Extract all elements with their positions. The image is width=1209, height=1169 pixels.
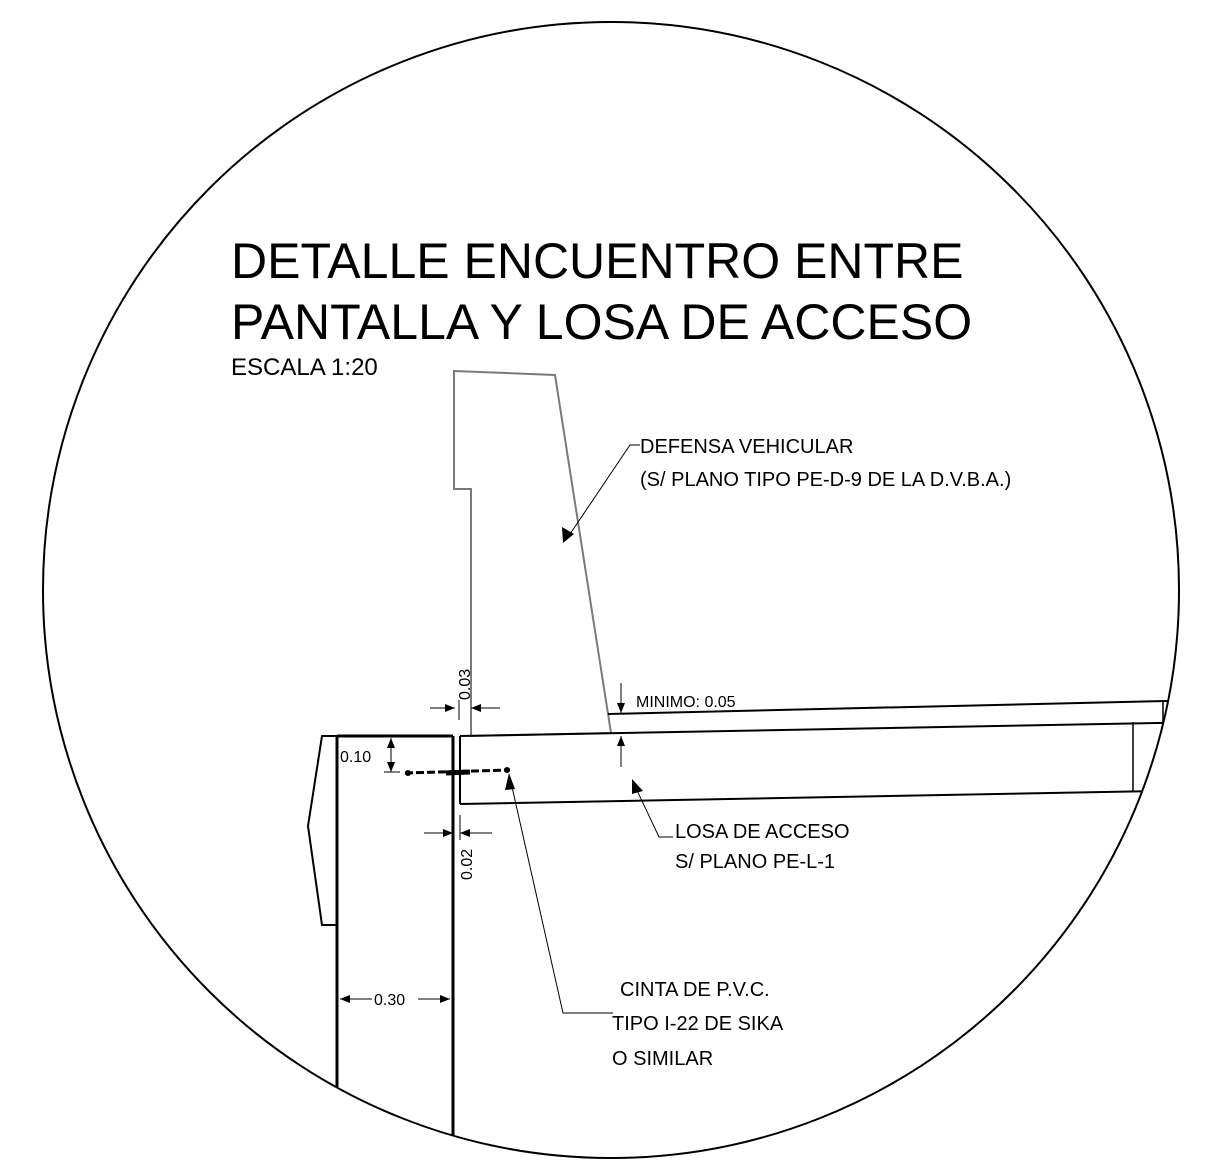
label-defensa-line-1: DEFENSA VEHICULAR	[640, 436, 853, 458]
access-slab	[459, 699, 1179, 805]
pvc-waterstop	[404, 767, 511, 776]
label-defensa-line-2: (S/ PLANO TIPO PE-D-9 DE LA D.V.B.A.)	[640, 469, 1011, 491]
wall-screen	[335, 734, 455, 1158]
wall-face-profile	[306, 735, 337, 926]
dimension-minimo	[617, 683, 625, 767]
dim-gap-top-value: 0.03	[457, 669, 474, 700]
leader-defensa	[562, 444, 640, 543]
title-line-2: PANTALLA Y LOSA DE ACCESO	[231, 294, 972, 350]
scale-label: ESCALA 1:20	[231, 354, 378, 381]
detail-boundary-circle	[42, 21, 1180, 1159]
label-losa-line-2: S/ PLANO PE-L-1	[675, 851, 835, 873]
leader-cinta	[505, 773, 613, 1014]
dim-depth-value: 0.10	[340, 749, 371, 766]
label-cinta-line-1: CINTA DE P.V.C.	[620, 979, 770, 1001]
leader-losa	[632, 779, 673, 838]
label-cinta-line-2: TIPO I-22 DE SIKA	[612, 1013, 784, 1035]
dimension-depth	[384, 738, 400, 773]
dimension-gap-top	[430, 700, 500, 720]
vehicle-barrier-outline	[453, 369, 613, 738]
dimension-gap-bottom	[424, 815, 492, 840]
title-line-1: DETALLE ENCUENTRO ENTRE	[231, 233, 964, 289]
dim-gap-bottom-value: 0.02	[459, 849, 476, 880]
dimension-wall-width	[340, 995, 450, 1003]
label-cinta-line-3: O SIMILAR	[612, 1048, 713, 1070]
label-losa-line-1: LOSA DE ACCESO	[675, 821, 850, 843]
dim-wall-width-value: 0.30	[374, 992, 405, 1009]
label-minimo: MINIMO: 0.05	[636, 694, 736, 711]
